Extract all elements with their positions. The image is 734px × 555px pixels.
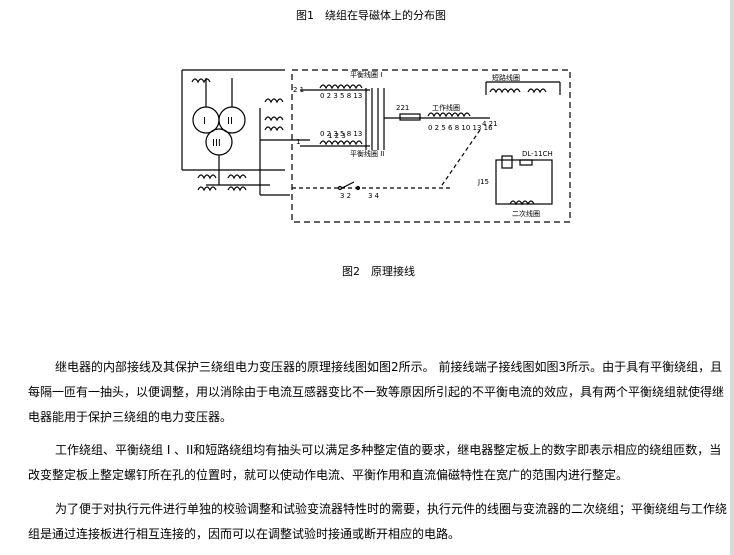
label-t421: 4 21 — [482, 120, 498, 128]
wiring-diagram: 平衡线圈 I 0 2 3 5 8 13 平衡线圈 II 0 2 3 5 8 13… — [181, 69, 571, 223]
label-balance2-taps: 0 2 3 5 8 13 — [320, 130, 362, 138]
label-tjd2: 3 2 — [340, 192, 351, 200]
label-balance1-taps: 0 2 3 5 8 13 — [320, 92, 362, 100]
paragraph-2: 工作绕组、平衡绕组 I 、II和短路绕组均有抽头可以满足多种整定值的要求，继电器… — [28, 443, 722, 482]
label-relay: DL-11CH — [522, 150, 553, 158]
label-roman3: III — [212, 138, 221, 149]
label-balance1: 平衡线圈 I — [350, 70, 382, 79]
label-t21: 2 1 — [293, 86, 304, 94]
figure2-caption: 图2 原理接线 — [342, 265, 415, 278]
label-roman2: II — [227, 116, 233, 127]
label-work: 工作线圈 — [432, 103, 460, 112]
scrollbar-edge — [730, 0, 734, 555]
label-short: 短路线圈 — [492, 73, 520, 82]
label-balance2: 平衡线圈 II — [350, 149, 384, 158]
label-tjd: J15 — [477, 178, 489, 186]
paragraph-3: 为了便于对执行元件进行单独的校验调整和试验变流器特性时的需要，执行元件的线圈与变… — [28, 502, 728, 541]
label-work-taps: 0 2 5 6 8 10 13 16 — [428, 124, 493, 132]
figure1-caption: 图1 绕组在导磁体上的分布图 — [296, 9, 446, 22]
label-t1: 1 — [296, 138, 300, 146]
paragraph-1: 继电器的内部接线及其保护三绕组电力变压器的原理接线图如图2所示。 前接线端子接线… — [28, 360, 725, 424]
label-secondary: 二次线圈 — [512, 209, 540, 218]
label-tnums-a: 1 2 3 — [328, 132, 346, 140]
label-t34: 3 4 — [368, 192, 380, 200]
label-roman1: I — [203, 116, 206, 127]
label-t221: 221 — [396, 104, 409, 112]
